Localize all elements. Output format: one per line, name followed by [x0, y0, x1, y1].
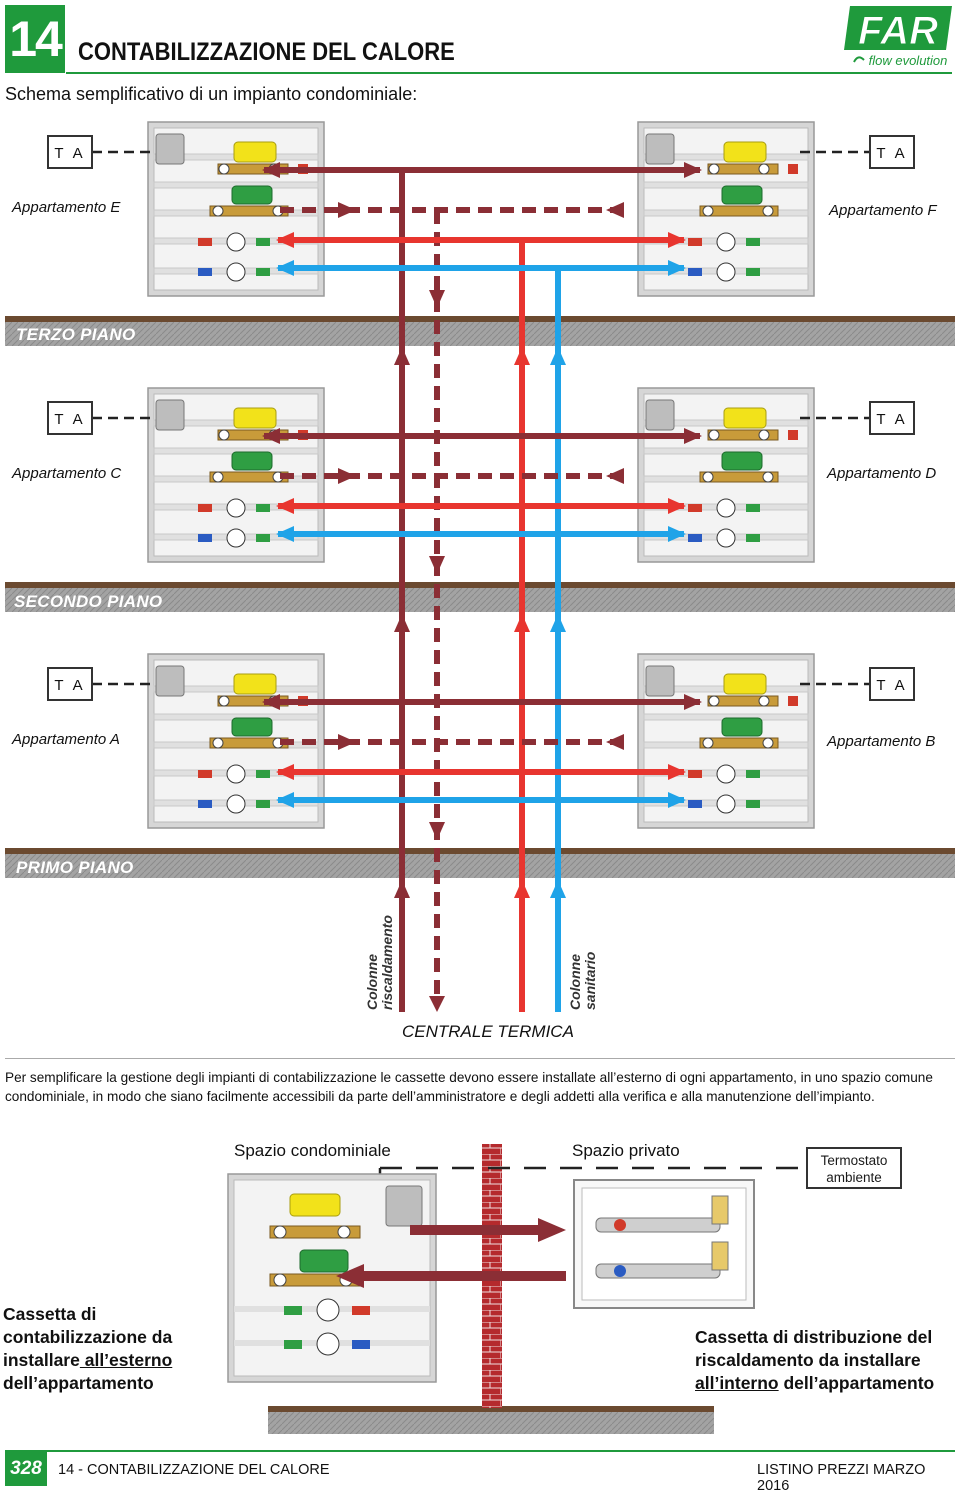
floor-pipes-second	[47, 401, 915, 542]
column-sanitary-line1: Colonne	[567, 954, 583, 1010]
thermostat-label-b: T A	[876, 677, 907, 694]
page-number: 328	[5, 1452, 47, 1486]
page-subtitle: Schema semplificativo di un impianto con…	[5, 84, 418, 104]
thermostat-label-d: T A	[876, 411, 907, 428]
apartment-label-b: Appartamento B	[827, 733, 936, 750]
private-space-label: Spazio privato	[572, 1141, 680, 1160]
accounting-cabinet-caption: Cassetta di contabilizzazione da install…	[3, 1303, 172, 1395]
column-sanitary-line2: sanitario	[582, 951, 598, 1010]
column-heating-line1: Colonne	[364, 954, 380, 1010]
logo-text: FAR	[858, 9, 938, 53]
central-plant-label: CENTRALE TERMICA	[402, 1022, 574, 1041]
left-caption-line3b: all’esterno	[79, 1350, 173, 1370]
apartment-label-e: Appartamento E	[12, 199, 121, 216]
left-caption-line1: Cassetta di	[3, 1304, 97, 1324]
logo-tagline: flow evolution	[869, 53, 948, 68]
thermostat-label-e: T A	[54, 145, 85, 162]
detail-schema	[227, 1144, 806, 1434]
apartment-label-c: Appartamento C	[12, 465, 122, 482]
apartment-label-a: Appartamento A	[12, 731, 120, 748]
column-heating-line2: riscaldamento	[379, 915, 395, 1010]
floor-label-third: TERZO PIANO	[16, 325, 136, 344]
left-caption-line3: installare all’esterno	[3, 1349, 172, 1372]
left-caption-line3a: installare	[3, 1350, 80, 1370]
distribution-cabinet-caption: Cassetta di distribuzione del riscaldame…	[695, 1326, 934, 1395]
floor-slab-third	[5, 316, 955, 346]
building-schema: T A T A T A T A T A T A	[5, 121, 955, 1012]
thermostat-box-line1: Termostato	[820, 1153, 888, 1168]
footer-catalog: LISTINO PREZZI MARZO 2016	[757, 1462, 926, 1494]
header-divider	[66, 72, 952, 74]
thermostat-label-c: T A	[54, 411, 85, 428]
right-caption-line3a: all’interno	[695, 1373, 779, 1393]
chapter-title: CONTABILIZZAZIONE DEL CALORE	[78, 38, 455, 66]
floor-label-second: SECONDO PIANO	[14, 592, 163, 611]
riser-arrows	[394, 290, 566, 898]
floor-pipes-third	[47, 135, 915, 276]
common-space-label: Spazio condominiale	[234, 1141, 391, 1160]
right-caption-line2: riscaldamento da installare	[695, 1350, 921, 1370]
column-heating-label: Colonne riscaldamento	[364, 915, 395, 1010]
distribution-cabinet	[573, 1179, 755, 1309]
section-divider	[5, 1058, 955, 1059]
footer-divider	[5, 1450, 955, 1452]
floor-label-first: PRIMO PIANO	[16, 858, 134, 877]
chapter-number: 14	[5, 5, 65, 73]
thermostat-box: Termostato ambiente	[806, 1147, 902, 1189]
column-sanitary-label: Colonne sanitario	[567, 951, 598, 1010]
right-caption-line1: Cassetta di distribuzione del	[695, 1327, 933, 1347]
apartment-label-f: Appartamento F	[829, 202, 937, 219]
floor-slab-first	[5, 848, 955, 878]
apartment-label-d: Appartamento D	[827, 465, 937, 482]
description-paragraph: Per semplificare la gestione degli impia…	[5, 1070, 933, 1104]
thermostat-label-a: T A	[54, 677, 85, 694]
left-caption-line4: dell’appartamento	[3, 1373, 154, 1393]
left-caption-line2: contabilizzazione da	[3, 1327, 173, 1347]
right-caption-line3b: dell’appartamento	[778, 1373, 935, 1393]
right-caption-line3: all’interno dell’appartamento	[695, 1372, 934, 1395]
far-logo: FAR flow evolution	[844, 6, 952, 68]
floor-pipes-first	[47, 667, 915, 808]
footer-section: 14 - CONTABILIZZAZIONE DEL CALORE	[58, 1462, 330, 1478]
thermostat-box-line2: ambiente	[826, 1170, 882, 1185]
thermostat-label-f: T A	[876, 145, 907, 162]
